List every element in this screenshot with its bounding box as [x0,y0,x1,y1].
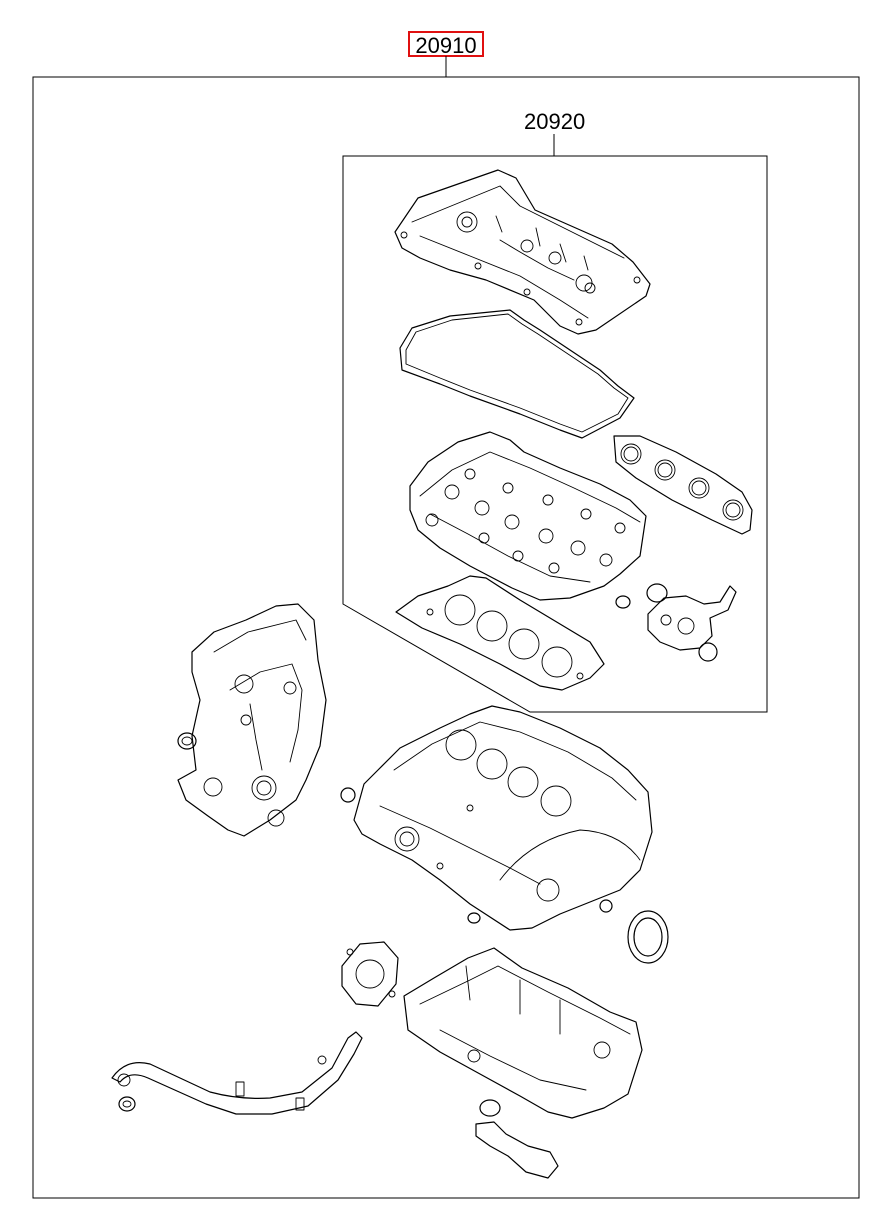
engine-block [353,705,653,931]
front-oil-seal [177,732,197,750]
rear-oil-seal [627,910,669,964]
dipstick-tube [111,1031,363,1115]
valve-cover [394,169,651,335]
main-kit-frame [32,56,860,1199]
oil-strainer [475,1099,559,1179]
exhaust-manifold-gasket [613,435,753,535]
oil-pump-gasket [341,941,399,1007]
head-kit-frame [342,134,768,713]
dipstick-gasket [118,1096,136,1112]
part-number-head-kit[interactable]: 20920 [524,109,586,134]
cylinder-head [409,431,647,601]
o-ring-small [615,583,718,662]
valve-cover-gasket [399,309,635,439]
timing-chain-cover [177,603,327,837]
water-outlet-housing [647,585,737,651]
block-o-rings [340,787,613,924]
cylinder-head-gasket [395,575,605,691]
oil-pan [403,947,643,1119]
